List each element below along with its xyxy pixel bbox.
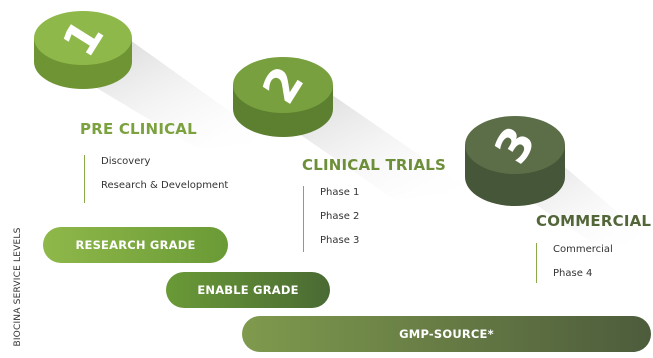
stage-1-disc: 1	[34, 10, 132, 89]
stage-3-items: Commercial Phase 4	[536, 243, 613, 283]
enable-grade-label: ENABLE GRADE	[197, 283, 299, 297]
gmp-source-band: GMP-SOURCE*	[242, 316, 651, 352]
research-grade-band: RESEARCH GRADE	[43, 227, 228, 263]
stage-3-item-phase-4: Phase 4	[553, 268, 593, 279]
service-levels-side-label: BIOCINA SERVICE LEVELS	[13, 227, 23, 347]
stage-3-disc: 3	[465, 116, 565, 206]
stage-2-item-phase-2: Phase 2	[320, 211, 360, 222]
enable-grade-band: ENABLE GRADE	[166, 272, 330, 308]
stage-2-item-phase-1: Phase 1	[320, 187, 360, 198]
stage-2-items: Phase 1 Phase 2 Phase 3	[303, 186, 359, 252]
stage-3-item-commercial: Commercial	[553, 244, 613, 255]
stage-1-title: PRE CLINICAL	[80, 120, 197, 138]
research-grade-label: RESEARCH GRADE	[75, 238, 196, 252]
stage-2-disc: 2	[233, 57, 333, 137]
gmp-source-label: GMP-SOURCE*	[399, 327, 494, 341]
stage-2-title: CLINICAL TRIALS	[302, 156, 447, 174]
stage-1-items: Discovery Research & Development	[84, 155, 228, 203]
stage-1-item-discovery: Discovery	[101, 156, 151, 167]
stage-1-item-research-development: Research & Development	[101, 180, 229, 191]
stage-2-item-phase-3: Phase 3	[320, 235, 360, 246]
stage-3-title: COMMERCIAL	[536, 212, 652, 230]
